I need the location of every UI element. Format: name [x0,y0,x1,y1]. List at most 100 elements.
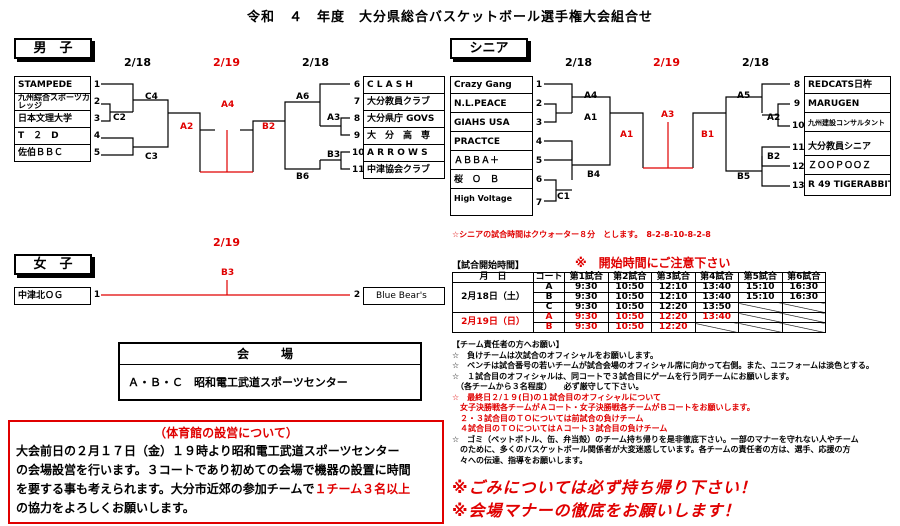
seed-number: 6 [535,175,543,185]
venue-box: 会 場 Ａ・Ｂ・Ｃ 昭和電工武道スポーツセンター [118,342,422,401]
table-header: 月 日 [452,272,534,283]
table-row: B 9:30 10:50 12:10 13:40 15:10 16:30 [453,292,826,303]
venue-text: Ａ・Ｂ・Ｃ 昭和電工武道スポーツセンター [128,376,348,389]
table-header: 第4試合 [694,272,739,283]
table-row: 2月18日（土） A 9:30 10:50 12:10 13:40 15:10 … [452,282,826,313]
team-name: 九州綜合スポーツカレッジ [15,94,90,111]
men-date-final: 2/19 [213,56,240,69]
page-title: 令和 ４ 年度 大分県総合バスケットボール選手権大会組合せ [246,10,653,25]
game-label: C4 [145,92,158,102]
note-line: ☆ ベンチは試合番号の若いチームが試合会場のオフィシャル席に向かって右側。また、… [452,361,874,370]
seed-number: 11 [352,165,365,175]
seed-number: 7 [535,198,543,208]
empty-cell [781,312,826,323]
seed-number: 5 [93,148,101,158]
team-name: 大 分 高 専 [364,128,444,145]
team-name: High Voltage [454,194,513,203]
game-label: B6 [296,172,310,182]
seed-number: 1 [93,80,101,90]
team-name: C L A S H [364,77,444,94]
table-cell: A [533,282,565,293]
table-header: コート [533,272,565,283]
table-cell: C [533,302,565,313]
table-row: 2月19日（日） A 9:30 10:50 12:20 13:40 [452,312,826,333]
table-cell: 13:50 [694,302,739,313]
note-line: ☆ １試合目のオフィシャルは、同コートで３試合目にゲームを行う同チームにお願いし… [452,371,794,381]
game-label: A3 [661,110,675,120]
game-label: B2 [262,122,276,132]
team-name: GIAHS USA [451,115,532,132]
seed-number: 10 [352,148,365,158]
seed-number: 8 [793,80,801,90]
table-cell: 13:40 [694,282,739,293]
team-name: 大分教員クラブ [364,94,444,111]
team-name: ＺＯＯＰＯＯＺ [805,158,890,175]
men-right-team-list: C L A S H 大分教員クラブ 大分県庁 GOVS 大 分 高 専 A R … [363,76,445,179]
game-label: B5 [737,172,751,182]
table-header: 第6試合 [781,272,826,283]
women-team2: Blue Bear's [363,287,445,305]
women-date: 2/19 [213,236,240,249]
setup-line: を要する事も考えられます。大分市近郊の参加チームで [16,482,315,496]
empty-cell [781,302,826,313]
table-cell: B [533,322,565,333]
women-team1: 中津北ＯＧ [14,287,91,305]
table-row: 月 日 コート 第1試合 第2試合 第3試合 第4試合 第5試合 第6試合 [452,272,826,283]
men-section-label: 男 子 [14,38,92,59]
table-cell: 9:30 [564,292,609,303]
senior-left-team-list: Crazy Gang N.L.PEACE GIAHS USA PRACTCE Ａ… [450,76,533,216]
schedule-day: 2月18日（土） [452,282,534,313]
game-label: A4 [221,100,235,110]
seed-number: 2 [535,99,543,109]
seed-number: 11 [792,143,805,153]
table-header: 第3試合 [651,272,696,283]
seed-number: 13 [792,181,805,191]
game-label: A2 [767,113,781,123]
seed-number: 8 [353,114,361,124]
seed-number: 1 [535,80,543,90]
team-name: A R R O W S [364,145,444,162]
game-label: A1 [620,130,634,140]
setup-line: の会場設営を行います。３コートであり初めての会場で機器の設置に時間 [16,463,411,477]
game-label: B4 [587,170,601,180]
setup-line: 大会前日の２月１７日（金）１９時より昭和電工武道スポーツセンター [16,444,400,458]
seed-number: 1 [93,290,101,300]
game-label: A3 [327,113,341,123]
empty-cell [694,322,739,333]
table-cell: 10:50 [607,302,652,313]
note-line: ４試合目のＴＯについてはＡコート３試合目の負けチーム [452,424,668,433]
game-label: C3 [145,152,158,162]
team-name: 佐伯ＢＢＣ [18,148,64,158]
men-date-right: 2/18 [302,56,329,69]
setup-text: 大会前日の２月１７日（金）１９時より昭和電工武道スポーツセンター の会場設営を行… [16,442,436,518]
team-name: STAMPEDE [15,77,90,94]
table-cell: 12:10 [651,282,696,293]
table-cell: 15:10 [738,292,783,303]
game-label: A2 [180,122,194,132]
senior-section-label: シニア [450,38,528,59]
table-cell: 13:40 [694,292,739,303]
empty-cell [738,312,783,323]
team-name: N.L.PEACE [451,96,532,113]
venue-title: 会 場 [120,344,420,365]
notes-block: 【チーム責任者の方へお願い】 ☆ 負けチームは次試合のオフィシャルをお願いします… [452,340,892,466]
game-label: B2 [767,152,781,162]
game-label: A1 [584,113,598,123]
note-line: （各チームから３名程度） 必ず厳守して下さい。 [452,382,644,391]
table-cell: 9:30 [564,302,609,313]
game-label: B3 [221,268,235,278]
seed-number: 7 [353,97,361,107]
team-name: 大分教員シニア [805,139,890,156]
women-section-label: 女 子 [14,254,92,275]
empty-cell [738,322,783,333]
seed-number: 4 [535,137,543,147]
notes-heading: 【チーム責任者の方へお願い】 [452,340,564,349]
senior-time-note: ☆シニアの試合時間はクウォーター８分 とします。 8-2-8-10-8-2-8 [452,230,711,239]
note-line: ☆ 負けチームは次試合のオフィシャルをお願いします。 [452,350,658,360]
senior-right-team-list: REDCATS日杵 MARUGEN 九州建設コンサルタント 大分教員シニア ＺＯ… [804,76,891,196]
note-line: のために、多くのバスケットボール関係者が大変迷惑しています。各チームの責任者の方… [452,445,851,454]
table-cell: 12:20 [651,312,696,323]
setup-title: （体育館の設営について） [154,426,298,440]
